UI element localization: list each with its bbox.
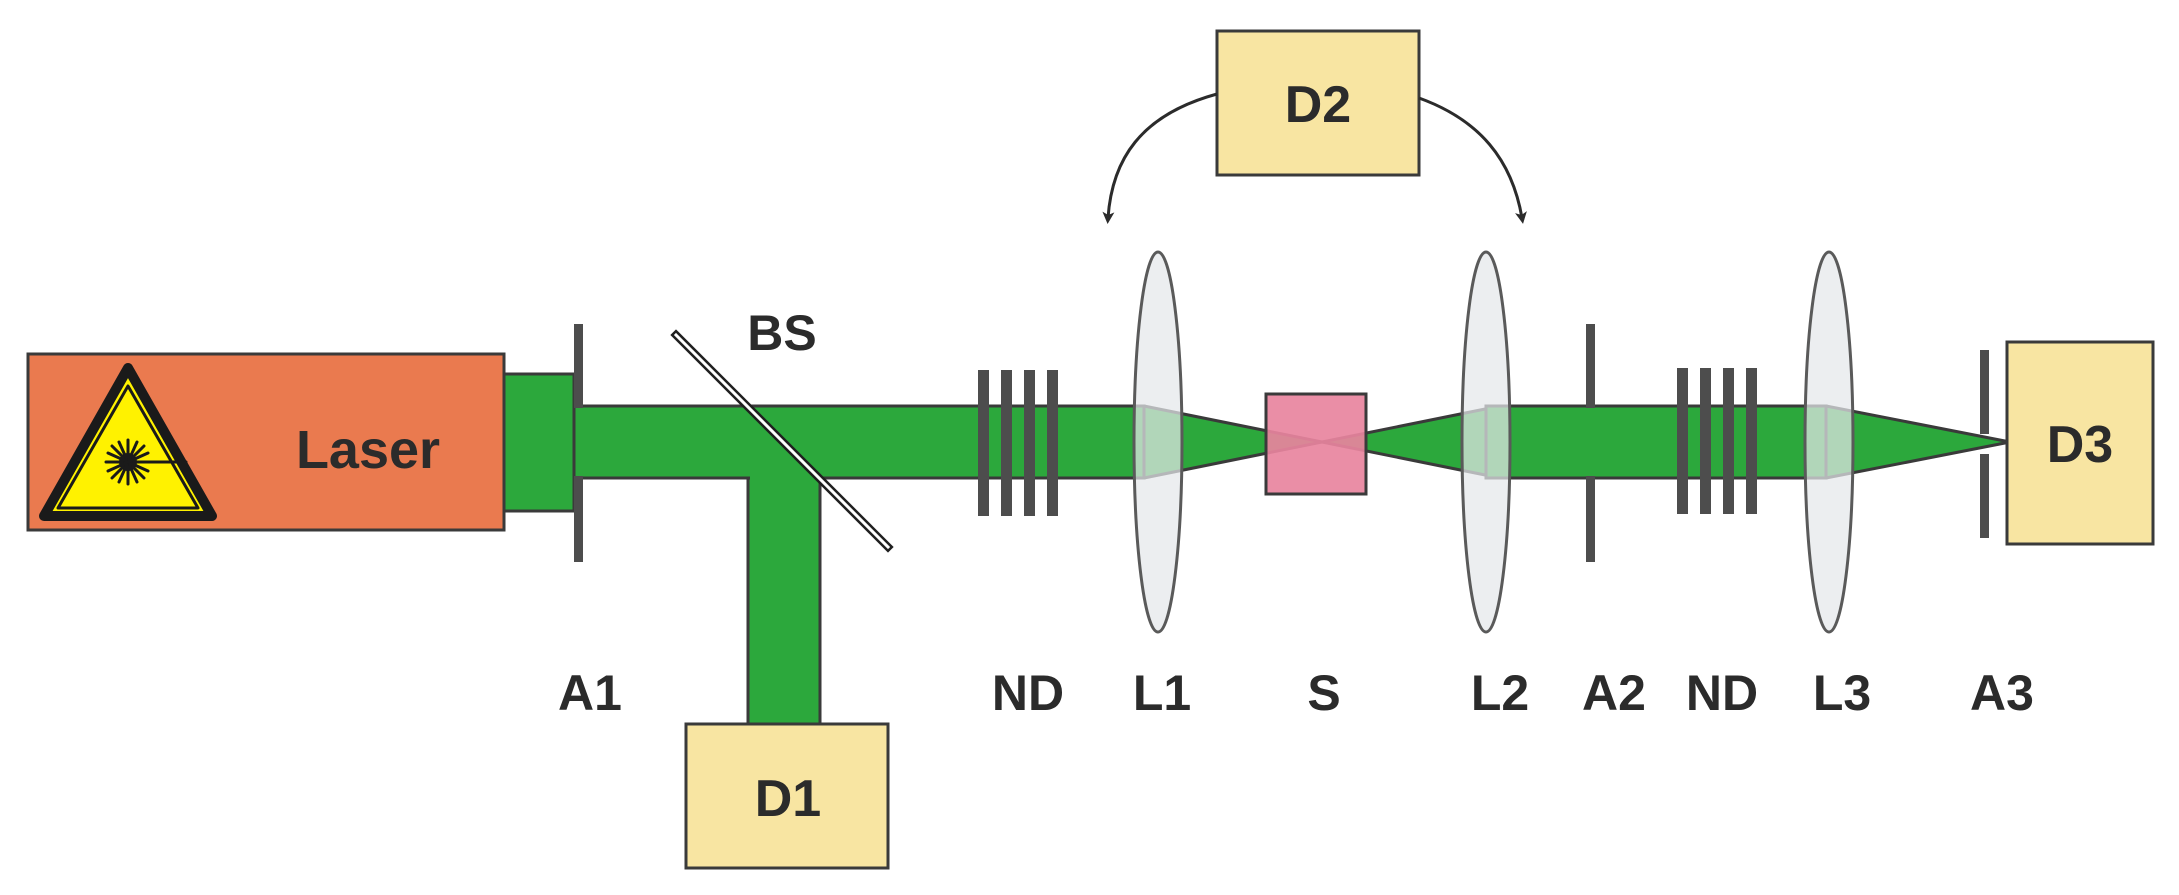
- aperture-a3: [1980, 350, 1989, 538]
- beam-to-d1: [746, 476, 822, 727]
- laser-nozzle: [502, 372, 576, 513]
- nd-filter-2: [1677, 368, 1757, 514]
- beam-splitter: [670, 329, 894, 553]
- d3-label: D3: [2047, 416, 2113, 474]
- aperture-a1: [574, 324, 583, 562]
- nd-filter-1: [978, 370, 1058, 516]
- lens-l2: [1460, 250, 1512, 634]
- bs-label: BS: [747, 305, 816, 361]
- lens-l1: [1132, 250, 1184, 634]
- d2-arrow-right: [1418, 96, 1527, 224]
- sample-s: [1264, 392, 1368, 496]
- detector-d2: [1215, 29, 1421, 177]
- aperture-a2: [1586, 324, 1595, 562]
- d2-label: D2: [1285, 76, 1351, 134]
- beam-main: [572, 404, 1146, 480]
- a1-label: A1: [558, 665, 622, 721]
- beam-collimated: [1484, 404, 1828, 480]
- a3-label: A3: [1970, 665, 2034, 721]
- nd2-label: ND: [1686, 665, 1758, 721]
- laser-label: Laser: [296, 420, 440, 480]
- l2-label: L2: [1471, 665, 1529, 721]
- l1-label: L1: [1133, 665, 1191, 721]
- d2-arrow-left: [1102, 92, 1218, 224]
- detector-d3: [2005, 340, 2155, 546]
- a2-label: A2: [1582, 665, 1646, 721]
- lens-l3: [1803, 250, 1855, 634]
- nd1-label: ND: [992, 665, 1064, 721]
- s-label: S: [1307, 665, 1340, 721]
- d1-label: D1: [755, 770, 821, 828]
- l3-label: L3: [1813, 665, 1871, 721]
- detector-d1: [684, 722, 890, 870]
- laser-warning-icon: [39, 363, 217, 521]
